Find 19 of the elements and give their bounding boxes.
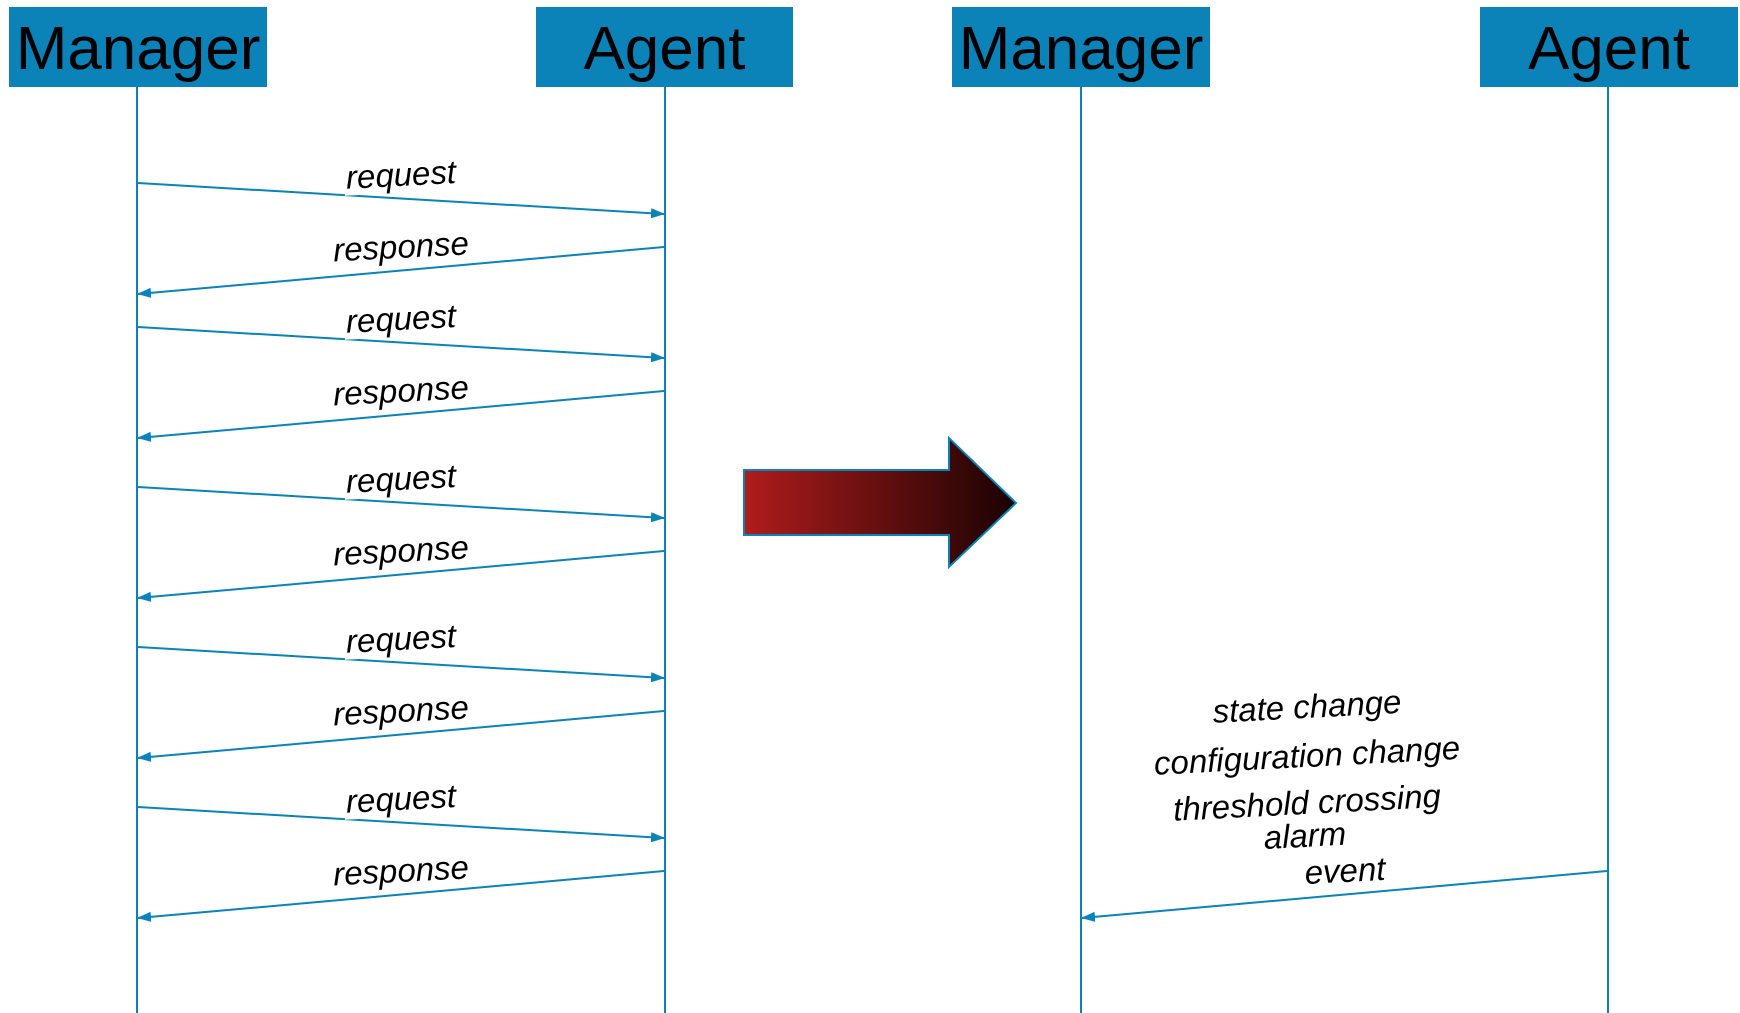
- message-arrow: [137, 710, 665, 762]
- message-arrow: [137, 390, 665, 442]
- participant-box: Manager: [9, 7, 267, 87]
- lifeline: [664, 87, 666, 1013]
- message-arrow: [137, 646, 665, 683]
- message-arrow: [137, 806, 665, 843]
- message-arrow: [137, 326, 665, 363]
- participant-box: Agent: [1480, 7, 1738, 87]
- message-arrow: [137, 246, 665, 298]
- participant-box: Manager: [952, 7, 1210, 87]
- message-arrow: [137, 486, 665, 523]
- lifeline: [1607, 87, 1609, 1013]
- message-arrow: [137, 182, 665, 219]
- participant-box: Agent: [536, 7, 793, 87]
- message-arrow: [137, 870, 665, 922]
- message-arrow: [1081, 870, 1608, 922]
- lifeline: [136, 87, 138, 1013]
- lifeline: [1080, 87, 1082, 1013]
- message-arrow: [137, 550, 665, 602]
